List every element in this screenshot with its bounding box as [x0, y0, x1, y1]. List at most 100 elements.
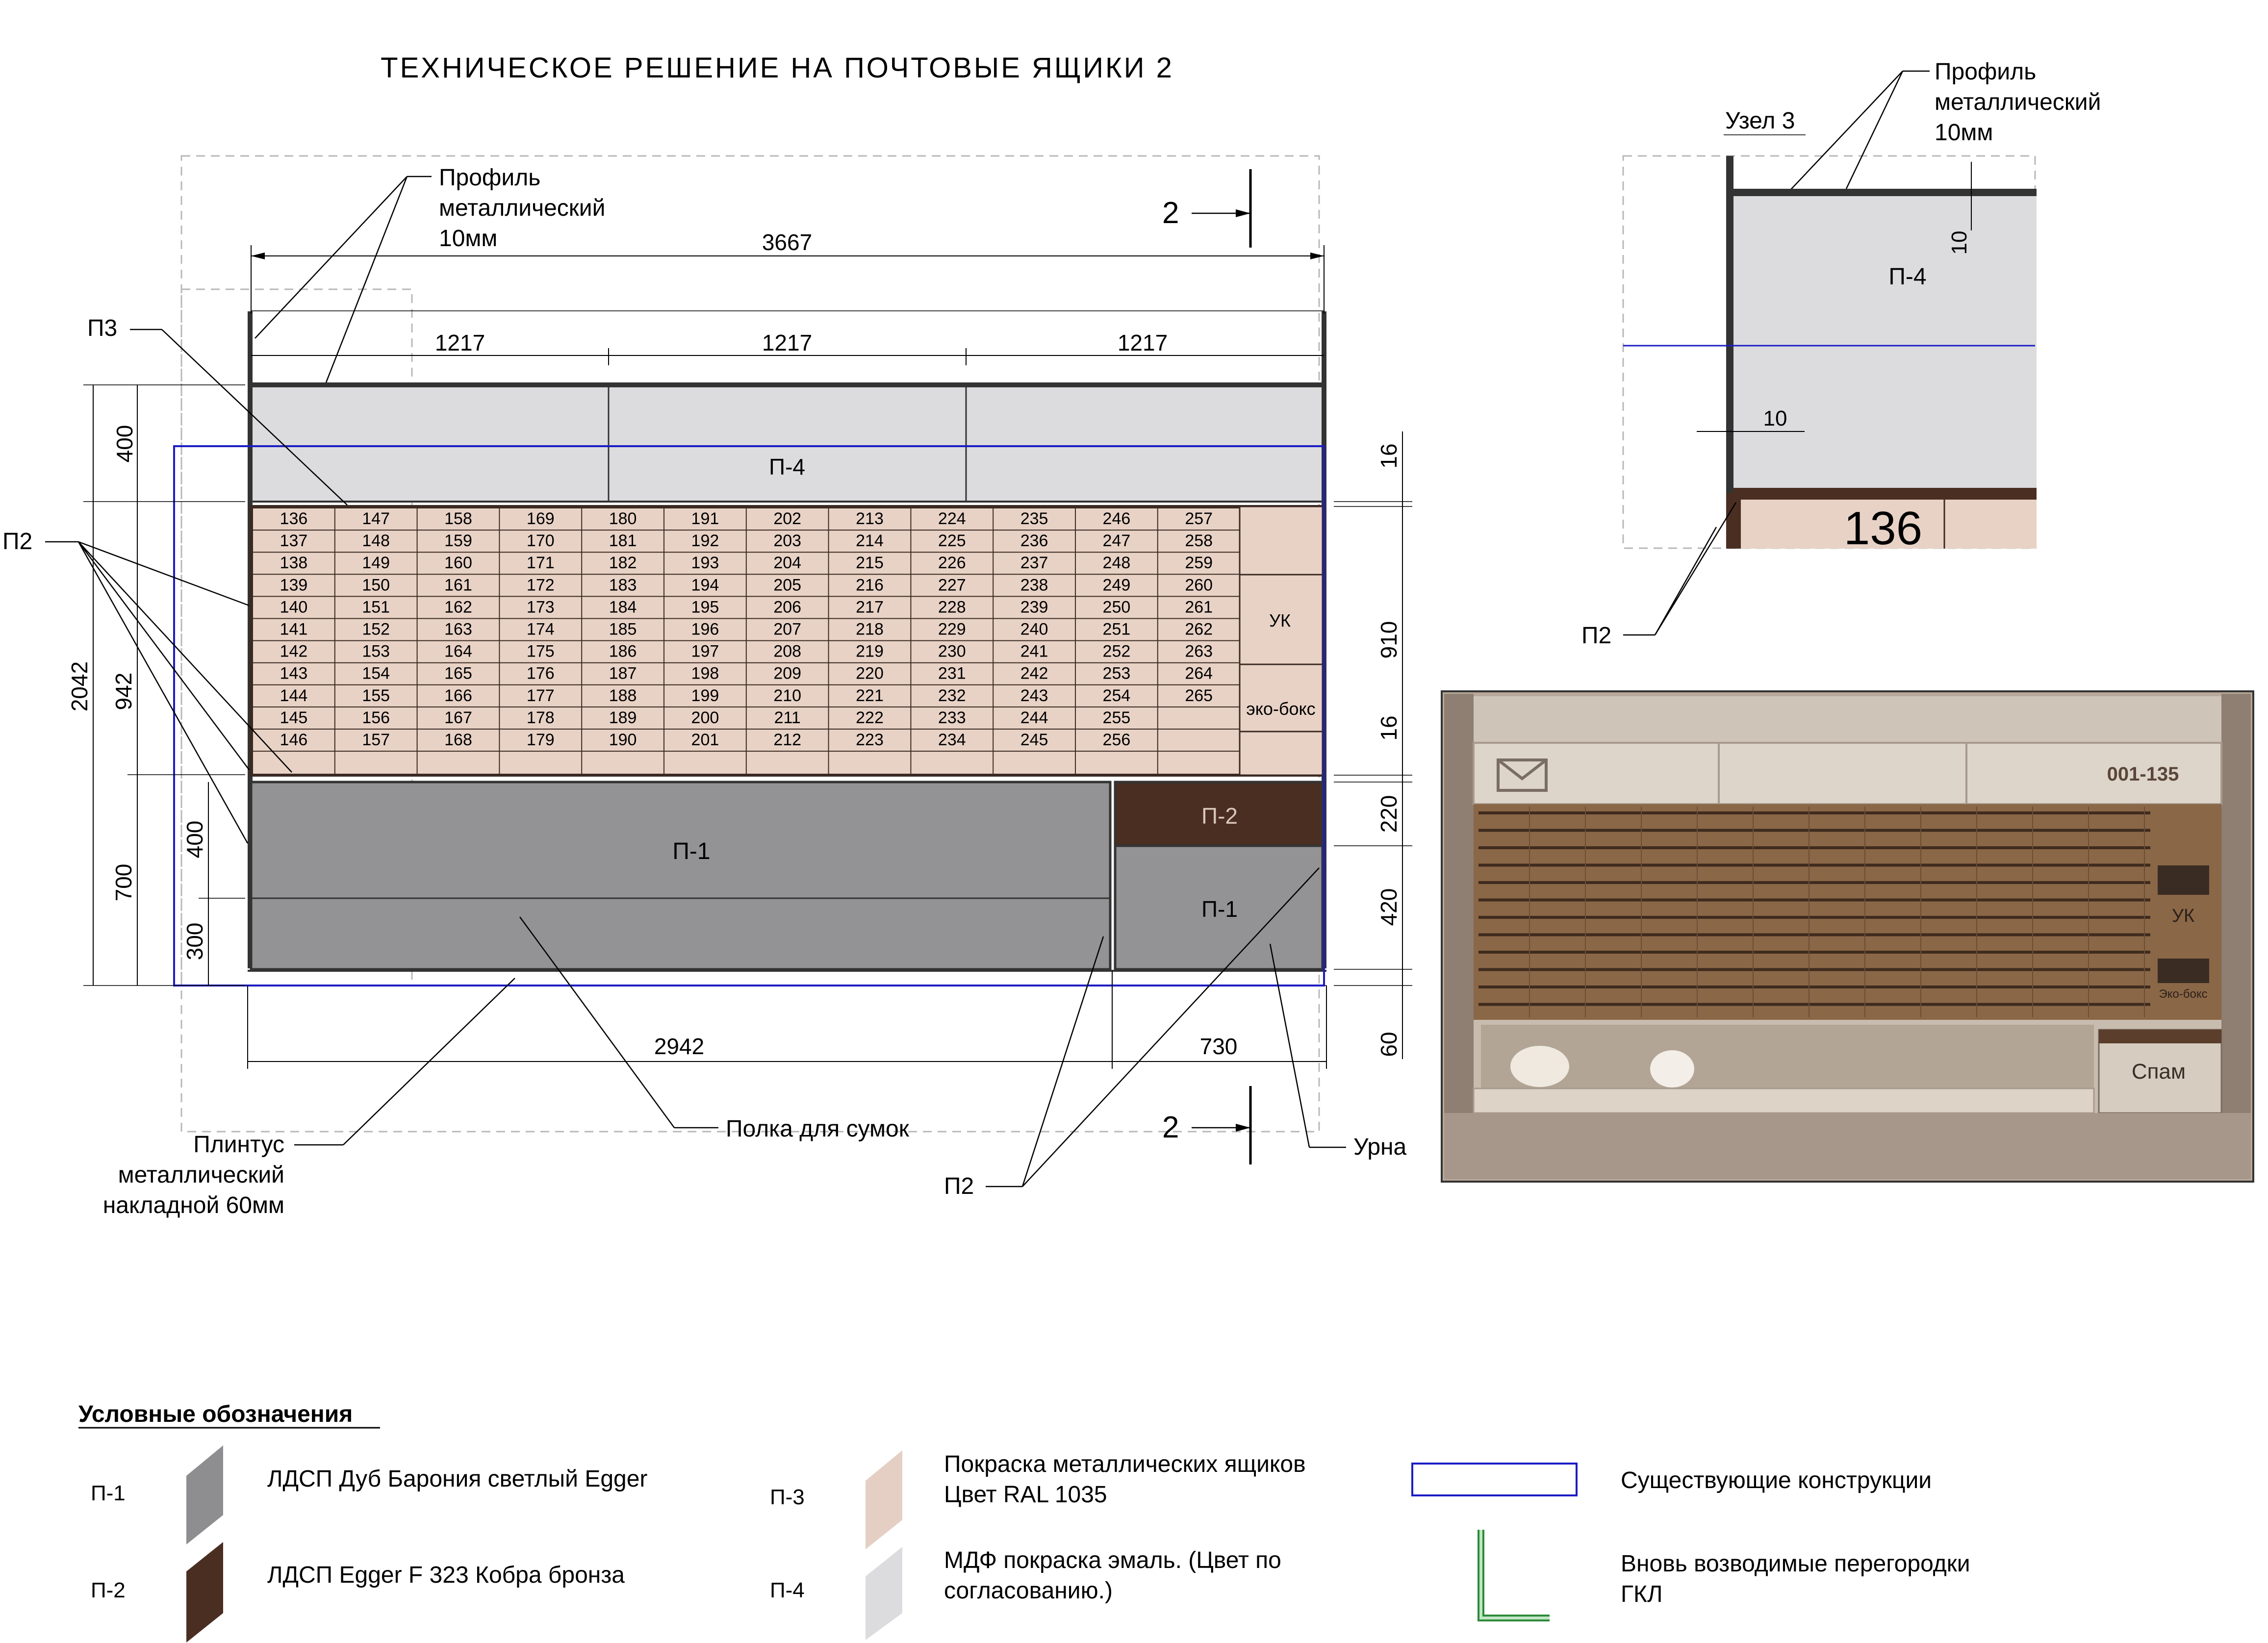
bag-1 [1510, 1046, 1569, 1087]
mailbox-number: 213 [856, 509, 884, 528]
detail-profile-line1: Профиль [1935, 59, 2036, 85]
mailbox-number: 137 [280, 531, 308, 550]
mailbox-number: 187 [609, 664, 637, 683]
detail-profile-line2: металлический [1935, 89, 2101, 115]
dim-left-2042: 2042 [67, 661, 92, 711]
mailbox-number: 225 [938, 531, 966, 550]
callout-profile-line3: 10мм [439, 226, 497, 252]
mailbox-number: 231 [938, 664, 966, 683]
callout-plinth-line2: металлический [118, 1162, 284, 1188]
mailbox-number: 149 [362, 554, 390, 572]
mailbox-number: 221 [856, 686, 884, 705]
legend-text-p4-line2: согласованию.) [944, 1578, 1113, 1604]
detail-mailbox [1733, 500, 2037, 549]
mailbox-number: 258 [1185, 531, 1213, 550]
dim-left-400-bottom: 400 [182, 821, 207, 859]
mailbox-number: 142 [280, 642, 308, 661]
render-slot-row [1478, 898, 2150, 902]
mailbox-number: 139 [280, 576, 308, 594]
mailbox-number: 244 [1020, 708, 1048, 727]
dim-right-220: 220 [1376, 795, 1402, 833]
legend-text-p2: ЛДСП Egger F 323 Кобра бронза [267, 1562, 625, 1588]
mailbox-number: 136 [280, 509, 308, 528]
detail-profile-horizontal [1733, 189, 2037, 196]
legend-swatch-p2 [186, 1542, 223, 1643]
mailbox-number: 182 [609, 554, 637, 572]
dim-top-segment-2: 1217 [762, 330, 812, 355]
mailbox-number: 158 [444, 509, 472, 528]
mailbox-number: 199 [691, 686, 719, 705]
mailbox-number: 173 [527, 598, 555, 616]
mailbox-number: 264 [1185, 664, 1213, 683]
mailbox-number: 188 [609, 686, 637, 705]
dim-left-300: 300 [182, 923, 207, 961]
mailbox-number: 222 [856, 708, 884, 727]
mailbox-number: 251 [1103, 620, 1131, 639]
mailbox-number: 145 [280, 708, 308, 727]
dim-left-942: 942 [111, 673, 136, 710]
legend-code-p1: П-1 [91, 1481, 126, 1505]
mailbox-number: 265 [1185, 686, 1213, 705]
mailbox-number: 157 [362, 731, 390, 749]
mailbox-number: 143 [280, 664, 308, 683]
mailbox-number: 198 [691, 664, 719, 683]
mailbox-number: 237 [1020, 554, 1048, 572]
mailbox-number: 172 [527, 576, 555, 594]
detail-panel-p4 [1733, 196, 2037, 488]
mailbox-number: 219 [856, 642, 884, 661]
detail-profile-vertical [1726, 156, 1733, 548]
mailbox-number: 190 [609, 731, 637, 749]
mailbox-number: 162 [444, 598, 472, 616]
mailbox-number: 238 [1020, 576, 1048, 594]
mailbox-number: 181 [609, 531, 637, 550]
mailbox-number: 161 [444, 576, 472, 594]
panel-p4-top [250, 384, 1324, 503]
dim-bottom-right: 730 [1200, 1034, 1238, 1059]
mailbox-number: 243 [1020, 686, 1048, 705]
render-slot-row [1478, 933, 2150, 936]
mailbox-number: 196 [691, 620, 719, 639]
mailbox-number: 255 [1103, 708, 1131, 727]
dim-top-segment-3: 1217 [1118, 330, 1168, 355]
mailbox-number: 193 [691, 554, 719, 572]
render-slot-row [1478, 829, 2150, 832]
legend-swatch-existing [1411, 1463, 1578, 1496]
mailbox-number: 256 [1103, 731, 1131, 749]
detail-p2-label: П2 [1581, 623, 1611, 649]
callout-shelf: Полка для сумок [726, 1116, 910, 1142]
mailbox-number: 232 [938, 686, 966, 705]
dim-left-700: 700 [111, 864, 136, 902]
mailbox-number: 230 [938, 642, 966, 661]
mailbox-number: 167 [444, 708, 472, 727]
render-spam-label: Спам [2132, 1060, 2186, 1084]
mailbox-number: 245 [1020, 731, 1048, 749]
mailbox-number: 259 [1185, 554, 1213, 572]
dim-bottom-left: 2942 [654, 1034, 704, 1059]
mailbox-number: 234 [938, 731, 966, 749]
mailbox-number: 195 [691, 598, 719, 616]
dim-left-400-top: 400 [112, 425, 137, 463]
mailbox-number: 178 [527, 708, 555, 727]
mailbox-number: 229 [938, 620, 966, 639]
callout-p3: П3 [87, 315, 117, 341]
mailbox-number: 140 [280, 598, 308, 616]
callout-p2-bottom: П2 [944, 1173, 974, 1199]
render-ecobox-label: Эко-бокс [2159, 987, 2207, 1001]
mailbox-number: 194 [691, 576, 719, 594]
legend-text-p1: ЛДСП Дуб Барония светлый Egger [267, 1466, 647, 1492]
mailbox-number: 170 [527, 531, 555, 550]
legend-code-p4: П-4 [770, 1578, 805, 1602]
mailbox-number: 220 [856, 664, 884, 683]
mailbox-number: 201 [691, 731, 719, 749]
detail-profile-line3: 10мм [1935, 120, 1993, 146]
mailbox-number: 224 [938, 509, 966, 528]
dim-right-910: 910 [1376, 621, 1402, 659]
mailbox-number: 160 [444, 554, 472, 572]
callout-plinth-line3: накладной 60мм [103, 1192, 284, 1218]
mailbox-number: 156 [362, 708, 390, 727]
metal-profile-top [248, 382, 1326, 387]
bag-2 [1650, 1050, 1694, 1087]
mailbox-number: 185 [609, 620, 637, 639]
mailbox-number: 239 [1020, 598, 1048, 616]
mailbox-number: 176 [527, 664, 555, 683]
